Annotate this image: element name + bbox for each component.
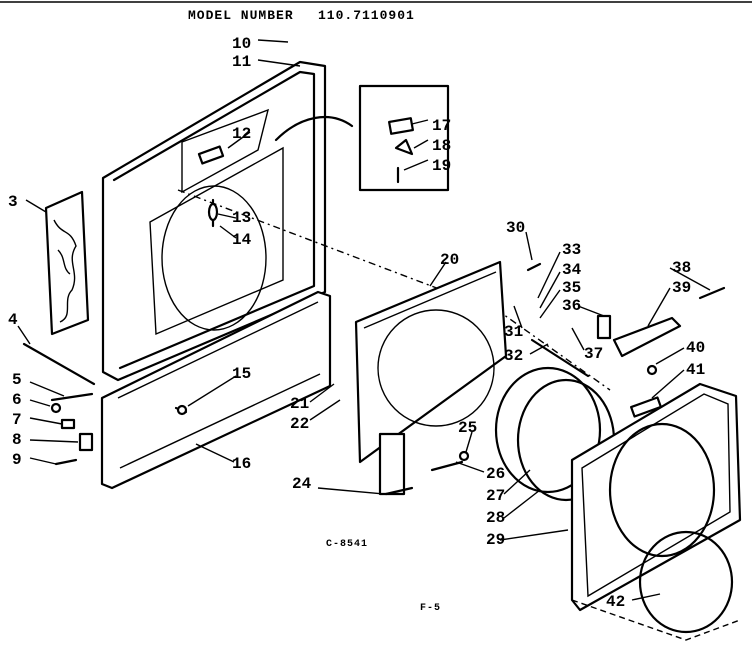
callout-32: 32 [504,347,523,365]
callout-4: 4 [8,311,18,329]
callout-27: 27 [486,487,505,505]
callout-11: 11 [232,53,251,71]
callout-14: 14 [232,231,252,249]
callout-33: 33 [562,241,581,259]
callout-5: 5 [12,371,22,389]
door-outline-dashed [571,599,741,641]
part-3-lint-screen [44,190,90,336]
callout-18: 18 [432,137,451,155]
callout-12: 12 [232,125,251,143]
callout-37: 37 [584,345,603,363]
part-4-rod [22,342,96,386]
callout-26: 26 [486,465,505,483]
hardware-5-to-9 [50,392,94,466]
part-42-glass [638,530,734,634]
part-16-toe-panel [100,290,332,490]
callout-13: 13 [232,209,251,227]
inset-box-17-19 [274,84,450,192]
callout-36: 36 [562,297,581,315]
callout-6: 6 [12,391,22,409]
callout-41: 41 [686,361,705,379]
callout-40: 40 [686,339,705,357]
model-number-value: 110.7110901 [318,8,415,23]
callout-22: 22 [290,415,309,433]
callout-42: 42 [606,593,625,611]
callout-38: 38 [672,259,691,277]
callout-3: 3 [8,193,18,211]
callout-10: 10 [232,35,251,53]
callout-29: 29 [486,531,505,549]
parts-24-26-latch [384,450,470,496]
page-code: F-5 [420,603,441,614]
callout-30: 30 [506,219,525,237]
callout-9: 9 [12,451,22,469]
callout-20: 20 [440,251,459,269]
callout-15: 15 [232,365,251,383]
hinge-hardware [526,262,726,418]
callout-28: 28 [486,509,505,527]
callout-19: 19 [432,157,451,175]
callout-25: 25 [458,419,477,437]
part-29-outer-door [570,382,742,612]
callout-31: 31 [504,323,523,341]
callout-16: 16 [232,455,251,473]
callout-17: 17 [432,117,451,135]
callout-7: 7 [12,411,22,429]
callout-8: 8 [12,431,22,449]
callout-34: 34 [562,261,582,279]
callout-21: 21 [290,395,309,413]
callout-39: 39 [672,279,691,297]
part-20-door-frame [354,260,508,496]
model-number-label: MODEL NUMBER [188,8,294,23]
drawing-code: C-8541 [326,539,368,550]
part-12-bracket [197,145,225,165]
callout-24: 24 [292,475,312,493]
callout-35: 35 [562,279,581,297]
leader-lines [17,39,711,601]
